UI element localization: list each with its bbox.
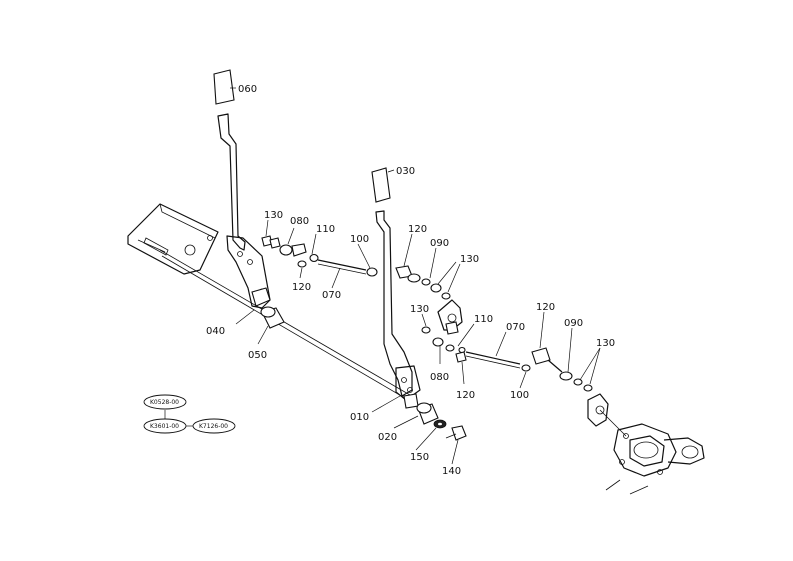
ref-oval-3 bbox=[192, 418, 236, 434]
callout-130: 130 bbox=[596, 338, 615, 349]
lever-left bbox=[213, 69, 271, 309]
ref-oval-2 bbox=[143, 418, 187, 434]
callout-140: 140 bbox=[442, 466, 461, 477]
callout-120: 120 bbox=[536, 302, 555, 313]
callout-100: 100 bbox=[350, 234, 369, 245]
pedal-shaft bbox=[159, 249, 411, 402]
callout-100: 100 bbox=[510, 390, 529, 401]
callout-130: 130 bbox=[460, 254, 479, 265]
rod-assembly-upper bbox=[261, 235, 378, 277]
rod-assembly-right bbox=[395, 265, 531, 372]
callout-020: 020 bbox=[378, 432, 397, 443]
callout-130: 130 bbox=[264, 210, 283, 221]
callout-150: 150 bbox=[410, 452, 429, 463]
collar-020 bbox=[416, 402, 439, 425]
callout-120: 120 bbox=[408, 224, 427, 235]
bolt-140 bbox=[445, 425, 467, 441]
callout-110: 110 bbox=[316, 224, 335, 235]
callout-070: 070 bbox=[506, 322, 525, 333]
ref-oval-1 bbox=[143, 394, 187, 410]
ref-code-1: K0528-00 bbox=[150, 399, 179, 406]
collar-050 bbox=[260, 306, 285, 329]
ref-code-2: K3601-00 bbox=[150, 423, 179, 430]
callout-090: 090 bbox=[430, 238, 449, 249]
callout-130: 130 bbox=[410, 304, 429, 315]
leader-lines bbox=[230, 87, 601, 465]
callout-040: 040 bbox=[206, 326, 225, 337]
rod-assembly-far-right bbox=[531, 347, 609, 427]
mounting-bracket bbox=[127, 203, 219, 275]
reference-codes: K0528-00 K3601-00 K7126-00 bbox=[143, 394, 236, 434]
callout-060: 060 bbox=[238, 84, 257, 95]
washer-150 bbox=[433, 419, 447, 429]
callout-labels: 060 030 130 080 110 100 120 070 120 090 … bbox=[206, 84, 615, 477]
callout-120: 120 bbox=[292, 282, 311, 293]
transmission-housing bbox=[599, 409, 705, 495]
callout-070: 070 bbox=[322, 290, 341, 301]
callout-010: 010 bbox=[350, 412, 369, 423]
callout-080: 080 bbox=[290, 216, 309, 227]
callout-090: 090 bbox=[564, 318, 583, 329]
lever-center bbox=[371, 167, 421, 409]
callout-030: 030 bbox=[396, 166, 415, 177]
callout-110: 110 bbox=[474, 314, 493, 325]
callout-080: 080 bbox=[430, 372, 449, 383]
callout-120: 120 bbox=[456, 390, 475, 401]
callout-050: 050 bbox=[248, 350, 267, 361]
ref-code-3: K7126-00 bbox=[199, 423, 228, 430]
